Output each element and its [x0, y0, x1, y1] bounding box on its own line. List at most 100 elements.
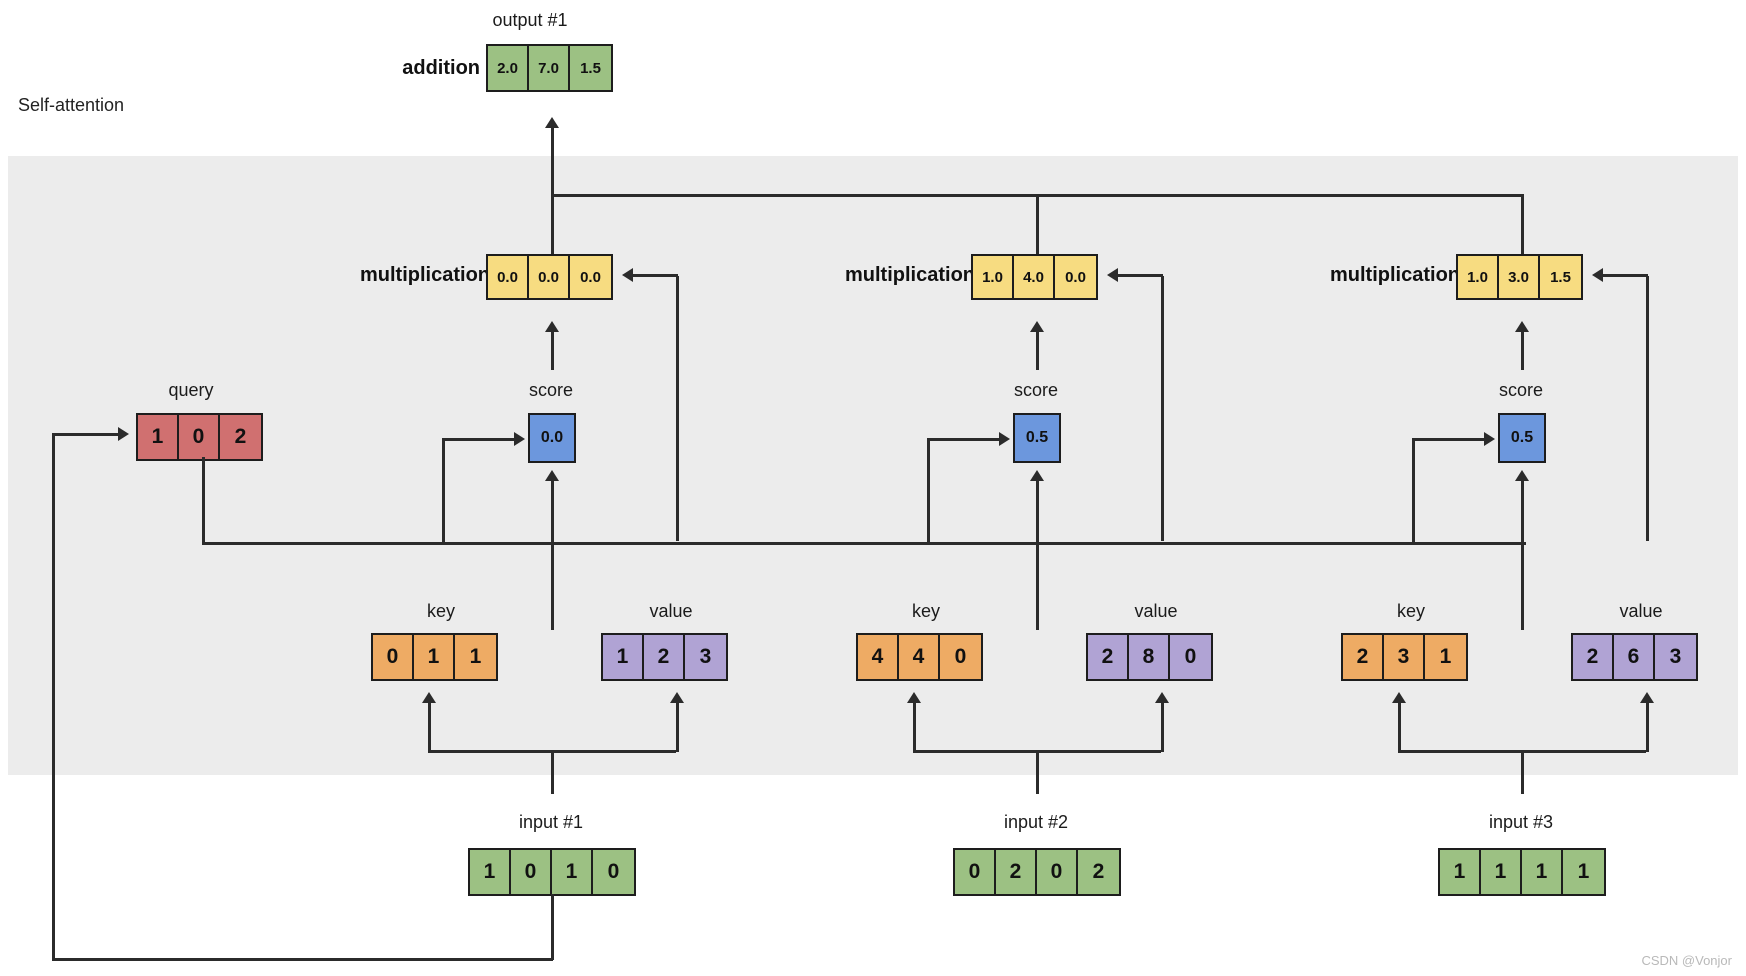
connector-input2-key: [913, 700, 916, 752]
value-1-cell-2: 3: [685, 635, 726, 679]
multiplication-3-cell-1: 3.0: [1499, 256, 1540, 298]
arrowhead-mult-1: [545, 321, 559, 332]
arrowhead-score-3: [1484, 432, 1495, 446]
connector-key-score-2: [1036, 478, 1039, 630]
multiplication-2-cell-1: 4.0: [1014, 256, 1055, 298]
value-caption-3: value: [1619, 601, 1663, 621]
key-3-cell-0: 2: [1343, 635, 1384, 679]
connector-add-to-output: [551, 125, 554, 195]
input-2-cell-1: 2: [996, 850, 1037, 894]
arrowhead-output: [545, 117, 559, 128]
arrowhead-query: [118, 427, 129, 441]
multiplication-1-cell-0: 0.0: [488, 256, 529, 298]
connector-input3-fork: [1398, 750, 1646, 753]
multiplication-3-cell-0: 1.0: [1458, 256, 1499, 298]
input-3-cell-2: 1: [1522, 850, 1563, 894]
value-3-cell-0: 2: [1573, 635, 1614, 679]
connector-score-mult-2: [1036, 330, 1039, 370]
connector-query-score-3-h: [1412, 438, 1486, 441]
key-caption-3: key: [1396, 601, 1425, 621]
query-cell-1: 0: [179, 415, 220, 459]
input-2-cell-0: 0: [955, 850, 996, 894]
connector-value-mult-1-h: [632, 274, 678, 277]
value-1-cell-1: 2: [644, 635, 685, 679]
score-caption-1: score: [528, 380, 573, 400]
connector-input3-value: [1646, 700, 1649, 752]
connector-query-feedback-down: [551, 894, 554, 960]
score-vector-3: 0.5: [1498, 413, 1546, 463]
score-caption-2: score: [1013, 380, 1058, 400]
connector-input3-stem: [1521, 752, 1524, 794]
score-3-cell-0: 0.5: [1500, 415, 1544, 461]
value-2-cell-0: 2: [1088, 635, 1129, 679]
output-1-cell-0: 2.0: [488, 46, 529, 90]
input-1-cell-2: 1: [552, 850, 593, 894]
connector-input2-stem: [1036, 752, 1039, 794]
input-2-cell-2: 0: [1037, 850, 1078, 894]
self-attention-region: [8, 156, 1738, 775]
page-title: Self-attention: [18, 95, 125, 115]
key-caption-2: key: [911, 601, 940, 621]
value-3-cell-1: 6: [1614, 635, 1655, 679]
connector-sum-drop-3: [1521, 194, 1524, 282]
connector-query-score-1-h: [442, 438, 516, 441]
connector-query-feedback-up: [52, 435, 55, 960]
connector-query-bus: [202, 542, 1526, 545]
connector-key-score-3: [1521, 478, 1524, 630]
arrowhead-value-1: [670, 692, 684, 703]
arrowhead-key-score-2: [1030, 470, 1044, 481]
value-1-cell-0: 1: [603, 635, 644, 679]
multiplication-label-3: multiplication: [1330, 264, 1460, 286]
input-3-cell-3: 1: [1563, 850, 1604, 894]
key-2-cell-0: 4: [858, 635, 899, 679]
watermark: CSDN @Vonjor: [1641, 953, 1732, 968]
arrowhead-value-mult-1: [622, 268, 633, 282]
connector-query-drop: [202, 457, 205, 544]
score-vector-2: 0.5: [1013, 413, 1061, 463]
connector-input1-fork: [428, 750, 676, 753]
connector-query-feedback-right: [52, 433, 120, 436]
connector-input1-value: [676, 700, 679, 752]
arrowhead-key-score-3: [1515, 470, 1529, 481]
input-3-cell-0: 1: [1440, 850, 1481, 894]
connector-score-mult-3: [1521, 330, 1524, 370]
key-caption-1: key: [426, 601, 455, 621]
connector-query-score-3-v: [1412, 440, 1415, 544]
connector-value-mult-3-h: [1602, 274, 1648, 277]
arrowhead-value-3: [1640, 692, 1654, 703]
connector-input1-key: [428, 700, 431, 752]
score-1-cell-0: 0.0: [530, 415, 574, 461]
key-3-cell-1: 3: [1384, 635, 1425, 679]
input-3-cell-1: 1: [1481, 850, 1522, 894]
value-caption-1: value: [649, 601, 693, 621]
multiplication-2-cell-0: 1.0: [973, 256, 1014, 298]
input-2-caption: input #2: [1003, 812, 1069, 832]
connector-value-mult-3-v: [1646, 276, 1649, 541]
arrowhead-key-2: [907, 692, 921, 703]
key-1-cell-0: 0: [373, 635, 414, 679]
key-3-cell-2: 1: [1425, 635, 1466, 679]
connector-input1-stem: [551, 752, 554, 794]
multiplication-2-cell-2: 0.0: [1055, 256, 1096, 298]
query-cell-2: 2: [220, 415, 261, 459]
value-2-cell-1: 8: [1129, 635, 1170, 679]
input-2-cell-3: 2: [1078, 850, 1119, 894]
connector-query-score-1-v: [442, 440, 445, 544]
key-2-cell-1: 4: [899, 635, 940, 679]
key-2-cell-2: 0: [940, 635, 981, 679]
connector-score-mult-1: [551, 330, 554, 370]
connector-query-score-2-v: [927, 440, 930, 544]
